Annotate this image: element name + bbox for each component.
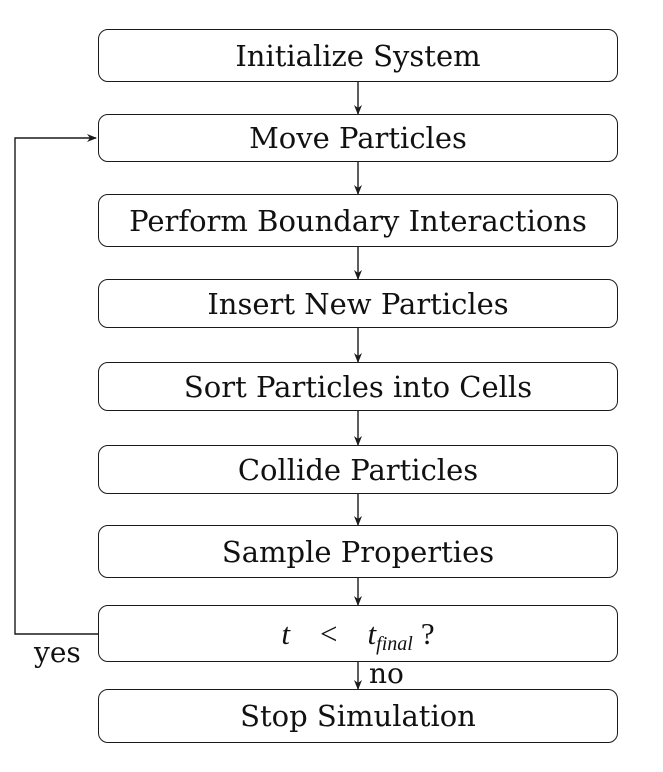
decision-rhs-subscript: final	[376, 632, 413, 655]
step-label: Sample Properties	[221, 534, 495, 569]
step-collide-particles: Collide Particles	[98, 445, 618, 494]
decision-operator: <	[320, 615, 338, 651]
edge-label-yes: yes	[34, 636, 81, 669]
step-label: Move Particles	[249, 121, 467, 155]
step-sort-particles: Sort Particles into Cells	[98, 362, 618, 411]
step-sample-properties: Sample Properties	[98, 525, 618, 578]
step-label: Insert New Particles	[207, 286, 509, 321]
edge-label-no: no	[369, 657, 404, 690]
step-boundary-interactions: Perform Boundary Interactions	[98, 194, 618, 247]
step-stop-simulation: Stop Simulation	[98, 689, 618, 743]
step-label: Collide Particles	[237, 452, 479, 487]
step-label: Perform Boundary Interactions	[129, 203, 587, 238]
step-initialize-system: Initialize System	[98, 29, 618, 82]
step-insert-particles: Insert New Particles	[98, 279, 618, 328]
decision-rhs-var: t	[367, 615, 377, 651]
step-label: Initialize System	[235, 38, 481, 73]
decision-var: t	[281, 615, 291, 651]
arrow-yes-loop	[14, 134, 98, 635]
step-label: Stop Simulation	[240, 699, 476, 733]
step-label: Sort Particles into Cells	[183, 369, 533, 404]
step-move-particles: Move Particles	[98, 114, 618, 162]
decision-question-mark: ?	[420, 615, 435, 651]
